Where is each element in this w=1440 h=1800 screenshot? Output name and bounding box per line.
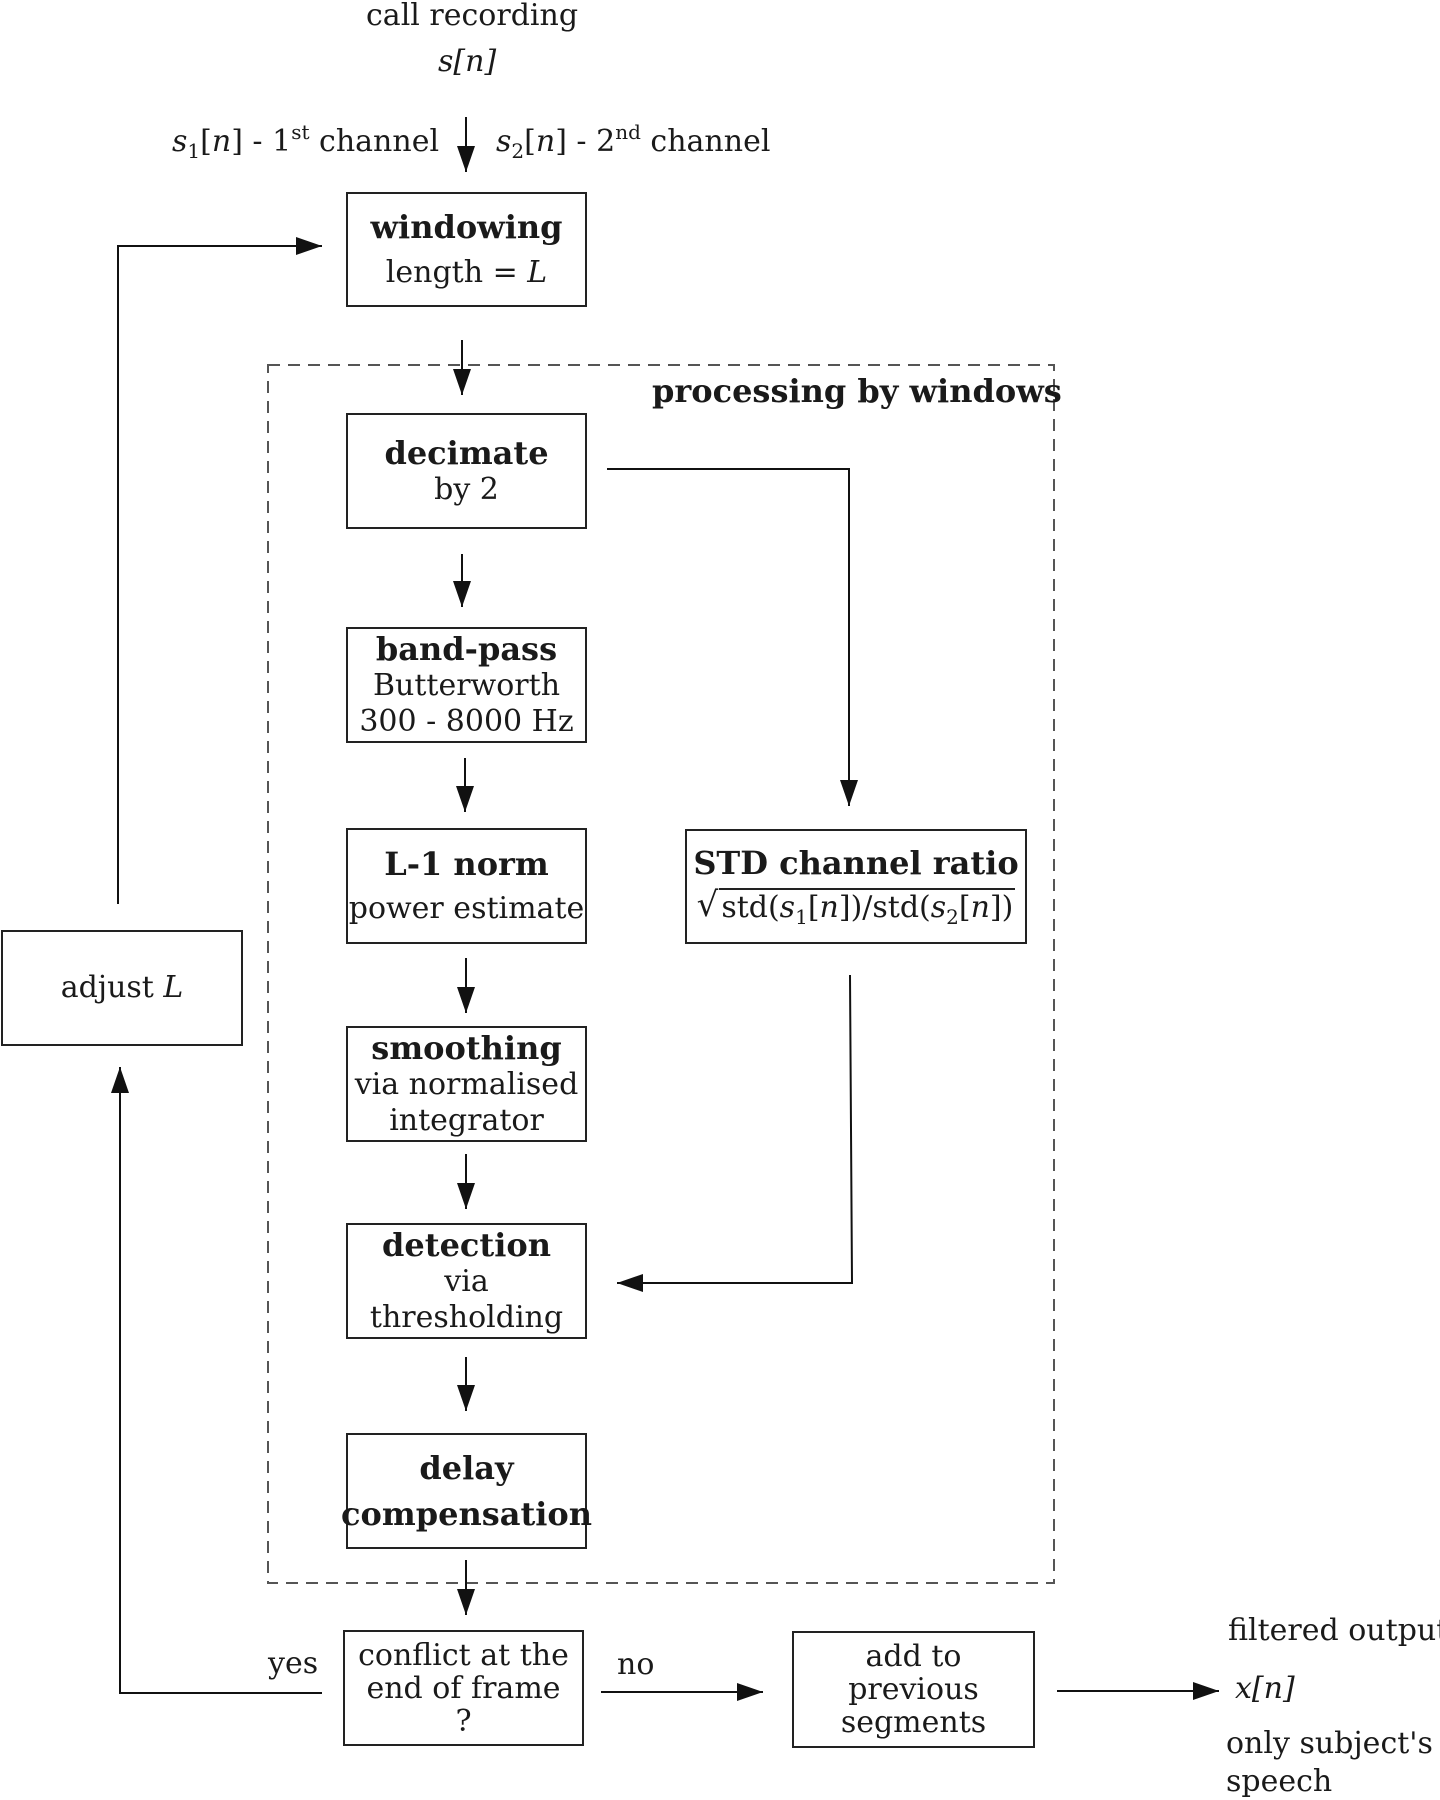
conflict-line2: end of frame bbox=[366, 1670, 561, 1706]
conflict-line1: conflict at the bbox=[358, 1637, 569, 1673]
smoothing-sub1: via normalised bbox=[354, 1067, 579, 1103]
detection-sub1: via bbox=[444, 1264, 489, 1300]
input-title: call recording bbox=[366, 0, 579, 33]
l1norm-sub: power estimate bbox=[348, 891, 585, 927]
edge-no-label: no bbox=[617, 1647, 655, 1682]
smoothing-sub2: integrator bbox=[389, 1103, 544, 1139]
detection-node[interactable]: detection via thresholding bbox=[346, 1223, 587, 1339]
conflict-line3: ? bbox=[455, 1703, 472, 1739]
arrow-conflict-adjust bbox=[111, 1067, 322, 1694]
l1norm-node[interactable]: L-1 norm power estimate bbox=[346, 828, 587, 944]
detection-sub2: thresholding bbox=[369, 1300, 564, 1336]
bandpass-sub1: Butterworth bbox=[372, 668, 561, 704]
smoothing-title: smoothing bbox=[371, 1028, 562, 1067]
arrow-adjust-windowing bbox=[117, 237, 322, 904]
windowing-node[interactable]: windowing length = L bbox=[346, 192, 587, 307]
input-signal: s[n] bbox=[438, 44, 497, 79]
arrow-decimate-std bbox=[607, 468, 858, 806]
output-title: filtered output bbox=[1228, 1613, 1440, 1648]
output-note1: only subject's bbox=[1226, 1726, 1433, 1761]
decimate-node[interactable]: decimate by 2 bbox=[346, 413, 587, 529]
processing-region bbox=[267, 364, 1055, 1584]
arrow-std-detection bbox=[617, 974, 854, 1292]
decimate-sub: by 2 bbox=[434, 472, 499, 508]
adjust-node[interactable]: adjust L bbox=[1, 930, 243, 1046]
delay-title2: compensation bbox=[341, 1495, 592, 1533]
l1norm-title: L-1 norm bbox=[384, 844, 549, 883]
channel-2-label: s2[n] - 2nd channel bbox=[496, 120, 771, 163]
output-signal: x[n] bbox=[1235, 1671, 1295, 1706]
add-node[interactable]: add to previous segments bbox=[792, 1631, 1035, 1748]
channel-1-label: s1[n] - 1st channel bbox=[172, 120, 440, 163]
std-formula: √std(s1[n])/std(s2[n]) bbox=[696, 885, 1016, 930]
conflict-node[interactable]: conflict at the end of frame ? bbox=[343, 1630, 584, 1746]
windowing-title: windowing bbox=[370, 208, 563, 247]
bandpass-sub2: 300 - 8000 Hz bbox=[359, 704, 574, 740]
decimate-title: decimate bbox=[384, 433, 549, 472]
std-node[interactable]: STD channel ratio √std(s1[n])/std(s2[n]) bbox=[685, 829, 1027, 944]
detection-title: detection bbox=[382, 1225, 551, 1264]
add-line2: previous bbox=[848, 1672, 979, 1707]
adjust-text: adjust L bbox=[60, 970, 184, 1005]
smoothing-node[interactable]: smoothing via normalised integrator bbox=[346, 1026, 587, 1142]
output-note2: speech bbox=[1226, 1764, 1333, 1799]
add-line1: add to bbox=[865, 1639, 962, 1674]
add-line3: segments bbox=[840, 1705, 987, 1740]
delay-node[interactable]: delay compensation bbox=[341, 1433, 592, 1549]
windowing-sub: length = L bbox=[385, 254, 548, 290]
bandpass-node[interactable]: band-pass Butterworth 300 - 8000 Hz bbox=[346, 627, 587, 743]
region-label: processing by windows bbox=[652, 372, 1062, 410]
std-title: STD channel ratio bbox=[693, 843, 1019, 882]
delay-title1: delay bbox=[419, 1448, 514, 1487]
edge-yes-label: yes bbox=[268, 1646, 319, 1681]
bandpass-title: band-pass bbox=[375, 629, 558, 668]
